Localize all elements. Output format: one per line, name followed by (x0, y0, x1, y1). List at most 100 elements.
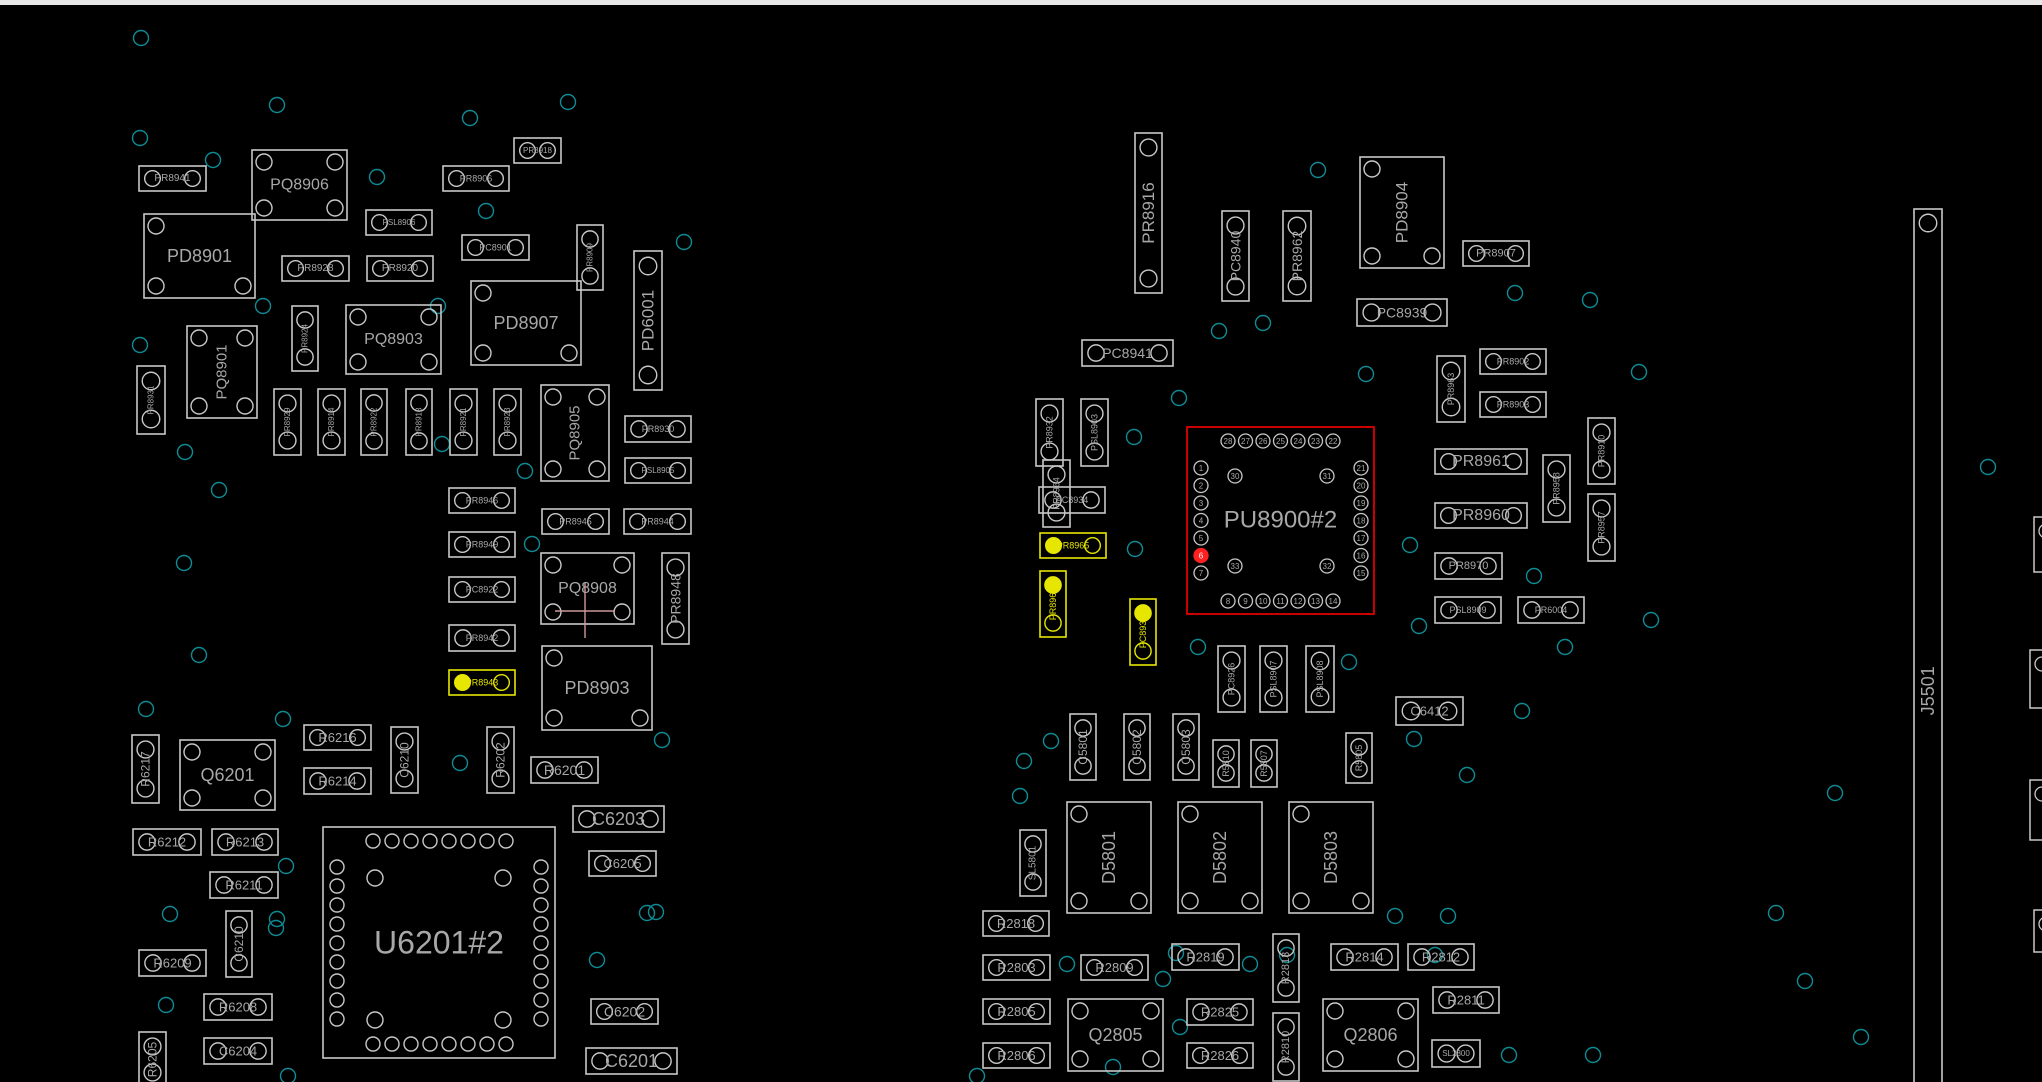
component-r6213[interactable]: R6213 (211, 828, 279, 856)
pin-7[interactable]: 7 (1193, 565, 1209, 581)
component-r6212[interactable]: R6212 (132, 828, 202, 856)
via[interactable] (175, 554, 193, 572)
via[interactable] (1171, 1018, 1189, 1036)
component-c5803[interactable]: C5803 (1172, 713, 1200, 781)
component-pr8946[interactable]: PR8946 (448, 487, 516, 514)
pin-8[interactable]: 8 (1220, 593, 1236, 609)
component-pc8922[interactable]: PC8922 (448, 576, 516, 603)
component-c5802[interactable]: C5802 (1123, 713, 1151, 781)
via[interactable] (268, 96, 286, 114)
component-pr8928[interactable]: PR8928 (281, 255, 350, 282)
via[interactable] (1154, 970, 1172, 988)
component-r6209[interactable]: R6209 (138, 949, 207, 977)
pin-15[interactable]: 15 (1353, 565, 1369, 581)
component-r6211[interactable]: R6211 (209, 871, 279, 899)
component-r6205[interactable]: R6205 (138, 1031, 167, 1082)
pin-14[interactable]: 14 (1325, 593, 1341, 609)
component-c5801[interactable]: C5801 (1069, 713, 1097, 781)
component-c6205[interactable]: C6205 (588, 850, 657, 877)
component-r2826[interactable]: R2826 (1186, 1042, 1254, 1069)
component-pr8920[interactable]: PR8920 (366, 255, 434, 282)
component-r2813[interactable]: R2813 (1272, 933, 1300, 1003)
component-pc8934[interactable]: PC8934 (1038, 486, 1106, 514)
pin-24[interactable]: 24 (1290, 433, 1306, 449)
via[interactable] (1796, 972, 1814, 990)
via[interactable] (1630, 363, 1648, 381)
component-pr8958[interactable]: PR8958 (1542, 454, 1571, 523)
component-r6202[interactable]: R6202 (486, 726, 515, 794)
via[interactable] (1767, 904, 1785, 922)
pin-27[interactable]: 27 (1237, 433, 1254, 449)
via[interactable] (1826, 784, 1844, 802)
component-pr8913[interactable]: PR8913 (405, 388, 433, 456)
component-r2812[interactable]: R2812 (1407, 943, 1475, 971)
via[interactable] (190, 646, 208, 664)
via[interactable] (461, 109, 479, 127)
component-pr8942[interactable]: PR8942 (448, 624, 516, 652)
component-j5501[interactable]: J5501 (1913, 208, 1943, 1082)
pin-5[interactable]: 5 (1193, 530, 1209, 546)
component-sl2800[interactable]: SL2800 (1431, 1039, 1481, 1068)
pin-6[interactable]: 6 (1193, 547, 1209, 564)
component-pd8907[interactable]: PD8907 (470, 280, 582, 366)
component-pc8941[interactable]: PC8941 (1081, 339, 1174, 367)
component-pr8965[interactable]: PR8965 (1039, 532, 1107, 559)
via[interactable] (1525, 567, 1543, 585)
via[interactable] (1405, 730, 1423, 748)
component-r6208[interactable]: R6208 (203, 993, 273, 1021)
pin-20[interactable]: 20 (1353, 477, 1369, 494)
pin-13[interactable]: 13 (1307, 593, 1324, 609)
component-pr8964[interactable]: PR8964 (1042, 459, 1071, 528)
component-pr8916[interactable]: PR8916 (1134, 132, 1163, 294)
via[interactable] (516, 462, 534, 480)
via[interactable] (1556, 638, 1574, 656)
component-pr8903[interactable]: PR8903 (1479, 391, 1547, 418)
component-pr8943[interactable]: PR8943 (448, 669, 516, 696)
component-pr8944[interactable]: PR8944 (623, 508, 692, 535)
pin-11[interactable]: 11 (1272, 593, 1289, 609)
pin-17[interactable]: 17 (1353, 530, 1369, 546)
via[interactable] (368, 168, 386, 186)
via[interactable] (559, 93, 577, 111)
component-r2806[interactable]: R2806 (982, 1042, 1051, 1069)
component-pd8904[interactable]: PD8904 (1359, 156, 1445, 269)
component-c6204[interactable]: C6204 (203, 1037, 273, 1065)
via[interactable] (1011, 787, 1029, 805)
pin-10[interactable]: 10 (1255, 593, 1271, 609)
component-pc8936[interactable]: PC8936 (1129, 598, 1157, 666)
via[interactable] (647, 903, 665, 921)
component-sl5801[interactable]: SL5801 (1019, 829, 1047, 897)
via[interactable] (1170, 389, 1188, 407)
via[interactable] (653, 731, 671, 749)
component-pr8914[interactable]: PR8914 (317, 388, 346, 456)
component-psl8908[interactable]: PSL8908 (1305, 645, 1335, 713)
pin-2[interactable]: 2 (1193, 477, 1209, 494)
via[interactable] (1058, 955, 1076, 973)
pin-26[interactable]: 26 (1255, 433, 1271, 449)
via[interactable] (1581, 291, 1599, 309)
component-psl8907[interactable]: PSL8907 (1259, 645, 1288, 713)
via[interactable] (210, 481, 228, 499)
component-pr8963[interactable]: PR8963 (1436, 355, 1466, 423)
via[interactable] (638, 904, 656, 922)
component-r5810[interactable]: R5810 (1212, 739, 1240, 788)
component-d5802[interactable]: D5802 (1177, 801, 1263, 914)
pin-18[interactable]: 18 (1353, 512, 1369, 529)
component-r2805[interactable]: R2805 (982, 998, 1051, 1025)
via[interactable] (1125, 428, 1143, 446)
via[interactable] (1340, 653, 1358, 671)
via[interactable] (157, 996, 175, 1014)
component-pr8931[interactable]: PR8931 (136, 365, 166, 435)
via[interactable] (1104, 1058, 1122, 1076)
component-pr8918[interactable]: PR8918 (513, 137, 562, 164)
component-pr8910[interactable]: PR8910 (1587, 417, 1616, 485)
component-r5805[interactable]: R5805 (1345, 732, 1373, 784)
pin-3[interactable]: 3 (1193, 495, 1209, 511)
component-r2803[interactable]: R2803 (982, 954, 1051, 981)
component-psl8906[interactable]: PSL8906 (365, 209, 433, 236)
pin-21[interactable]: 21 (1353, 460, 1369, 476)
via[interactable] (1642, 611, 1660, 629)
component-r6216[interactable]: R6216 (303, 724, 372, 751)
